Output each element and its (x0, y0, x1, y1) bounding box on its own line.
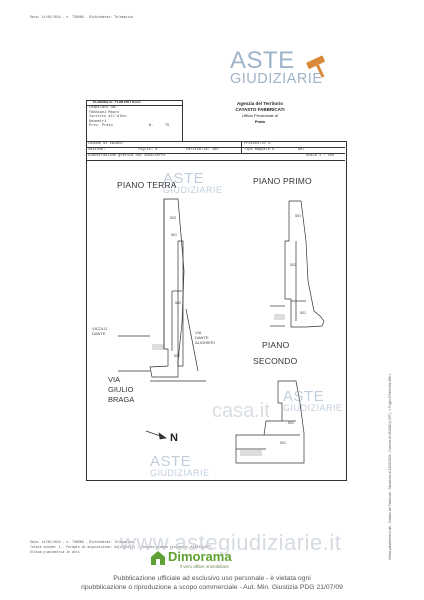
footer-line-2: ripubblicazione o riproduzione a scopo c… (81, 584, 343, 591)
plan-drawing (118, 198, 325, 464)
sub-label: 500 (174, 354, 180, 358)
aste-logo-top: ASTE GIUDIZIARIE (230, 47, 325, 87)
del-label: del (298, 147, 305, 152)
via-giulio-word: VIA (108, 375, 121, 384)
top-stamp: Data: 11/09/2024 - n. T38066 - Richieden… (30, 15, 134, 19)
iscritto-label: Iscritto all'albo: (89, 115, 128, 120)
side-vertical-text: Ultima planimetria in atti - Catasto dei… (388, 373, 392, 560)
frame-header: Comune di Vaiano Protocollo n. Sezione: … (86, 141, 345, 161)
giudiziarie-wm-text: GIUDIZIARIE (150, 468, 210, 478)
n-label: N. (149, 124, 154, 129)
plan-frame (86, 141, 347, 481)
sub-label: 501 (300, 311, 306, 315)
giulio-word: GIULIO (108, 385, 134, 394)
prov-label: Prov. Prato (89, 124, 113, 129)
vicolo-dante-label: VICOLO DANTE (92, 326, 107, 336)
elaborato-box: ELABORATO PLANIMETRICO Compilato da: Fab… (86, 100, 183, 142)
dimorama-brand: Dimorama (168, 549, 232, 564)
bottom-stamp-3: Ultima planimetria in atti (30, 550, 80, 554)
catasto-name: CATASTO FABBRICATI (235, 107, 285, 112)
dimorama-tagline: il vero affare immobiliare (180, 564, 229, 569)
aste-wm-text: ASTE (150, 453, 192, 470)
sub-label: 501 (288, 421, 294, 425)
footer-line-1: Pubblicazione ufficiale ad esclusivo uso… (113, 575, 311, 582)
ufficio-name: Ufficio Provinciale di (242, 113, 278, 118)
bottom-stamp-2: Totale schede: 1 - Formato di acquisizio… (30, 545, 212, 549)
dante-word: DANTE (195, 335, 209, 340)
compilato-label: Compilato da: (89, 106, 118, 111)
alighieri-word: ALIGHIERI (195, 340, 215, 345)
aste-watermark-1: ASTE GIUDIZIARIE (163, 170, 223, 195)
site-watermark: www.astegiudiziarie.it (120, 530, 342, 555)
aste-watermark-2: ASTE GIUDIZIARIE (283, 388, 343, 413)
dimostrazione: Dimostrazione grafica dei subalterni (88, 154, 166, 158)
giudiziarie-logo-text: GIUDIZIARIE (230, 71, 323, 87)
piano-secondo-label-1: PIANO (262, 340, 290, 350)
north-label: N (170, 432, 178, 444)
foglio: Foglio: 8 (138, 147, 158, 152)
piano-terra-inner (177, 240, 184, 367)
tipo-mappale: Tipo Mappale n. (244, 147, 277, 152)
aste-watermark-3: ASTE GIUDIZIARIE (150, 453, 210, 478)
iscritto-value: Geometri (89, 119, 107, 124)
comune: Comune di Vaiano (88, 141, 123, 146)
bottom-stamp-1: Data: 11/09/2024 - n. T38066 - Richieden… (30, 540, 134, 544)
particella: Particella: 180 (186, 147, 219, 152)
sub-label: 502 (290, 263, 296, 267)
sub-label: 501 (280, 441, 286, 445)
vicolo-word: VICOLO (92, 326, 108, 331)
agency-block: Agenzia del Territorio CATASTO FABBRICAT… (220, 101, 300, 124)
sub-label: 502 (175, 301, 181, 305)
piano-secondo-label-2: SECONDO (253, 356, 298, 366)
via-giulio-braga-label: VIA GIULIO BRAGA (108, 375, 134, 405)
aste-logo-text: ASTE (230, 47, 295, 74)
via-word: VIA (195, 330, 202, 335)
protocollo: Protocollo n. (244, 141, 273, 146)
piano-primo-outline (284, 200, 325, 328)
giudiziarie-wm-text: GIUDIZIARIE (163, 185, 223, 195)
piano-terra-label: PIANO TERRA (117, 180, 177, 190)
via-dante-label: VIA DANTE ALIGHIERI (195, 330, 215, 345)
giudiziarie-wm-text: GIUDIZIARIE (283, 403, 343, 413)
sub-label: 501 (171, 233, 177, 237)
braga-word: BRAGA (108, 395, 135, 404)
sub-label: 501 (295, 214, 301, 218)
sub-label: 503 (170, 216, 176, 220)
house-icon (151, 551, 165, 565)
elaborato-title: ELABORATO PLANIMETRICO (87, 101, 182, 107)
scala: Scala 1 : 500 (306, 154, 335, 158)
ufficio-city: Prato (254, 118, 266, 124)
vicolo-dante-word: DANTE (92, 331, 106, 336)
aste-wm-text: ASTE (283, 388, 325, 405)
casa-watermark: casa.it (212, 400, 270, 422)
prov-row: Prov. Prato N. 75 (87, 124, 182, 128)
sezione: Sezione: (88, 147, 106, 152)
piano-terra-outline (149, 198, 185, 378)
compilato-value: Fabbiani Mauro (89, 110, 120, 115)
piano-primo-label: PIANO PRIMO (253, 176, 312, 186)
agency-name: Agenzia del Territorio (237, 101, 283, 106)
n-value: 75 (165, 124, 170, 129)
gavel-icon (306, 55, 325, 78)
aste-wm-text: ASTE (163, 170, 205, 187)
